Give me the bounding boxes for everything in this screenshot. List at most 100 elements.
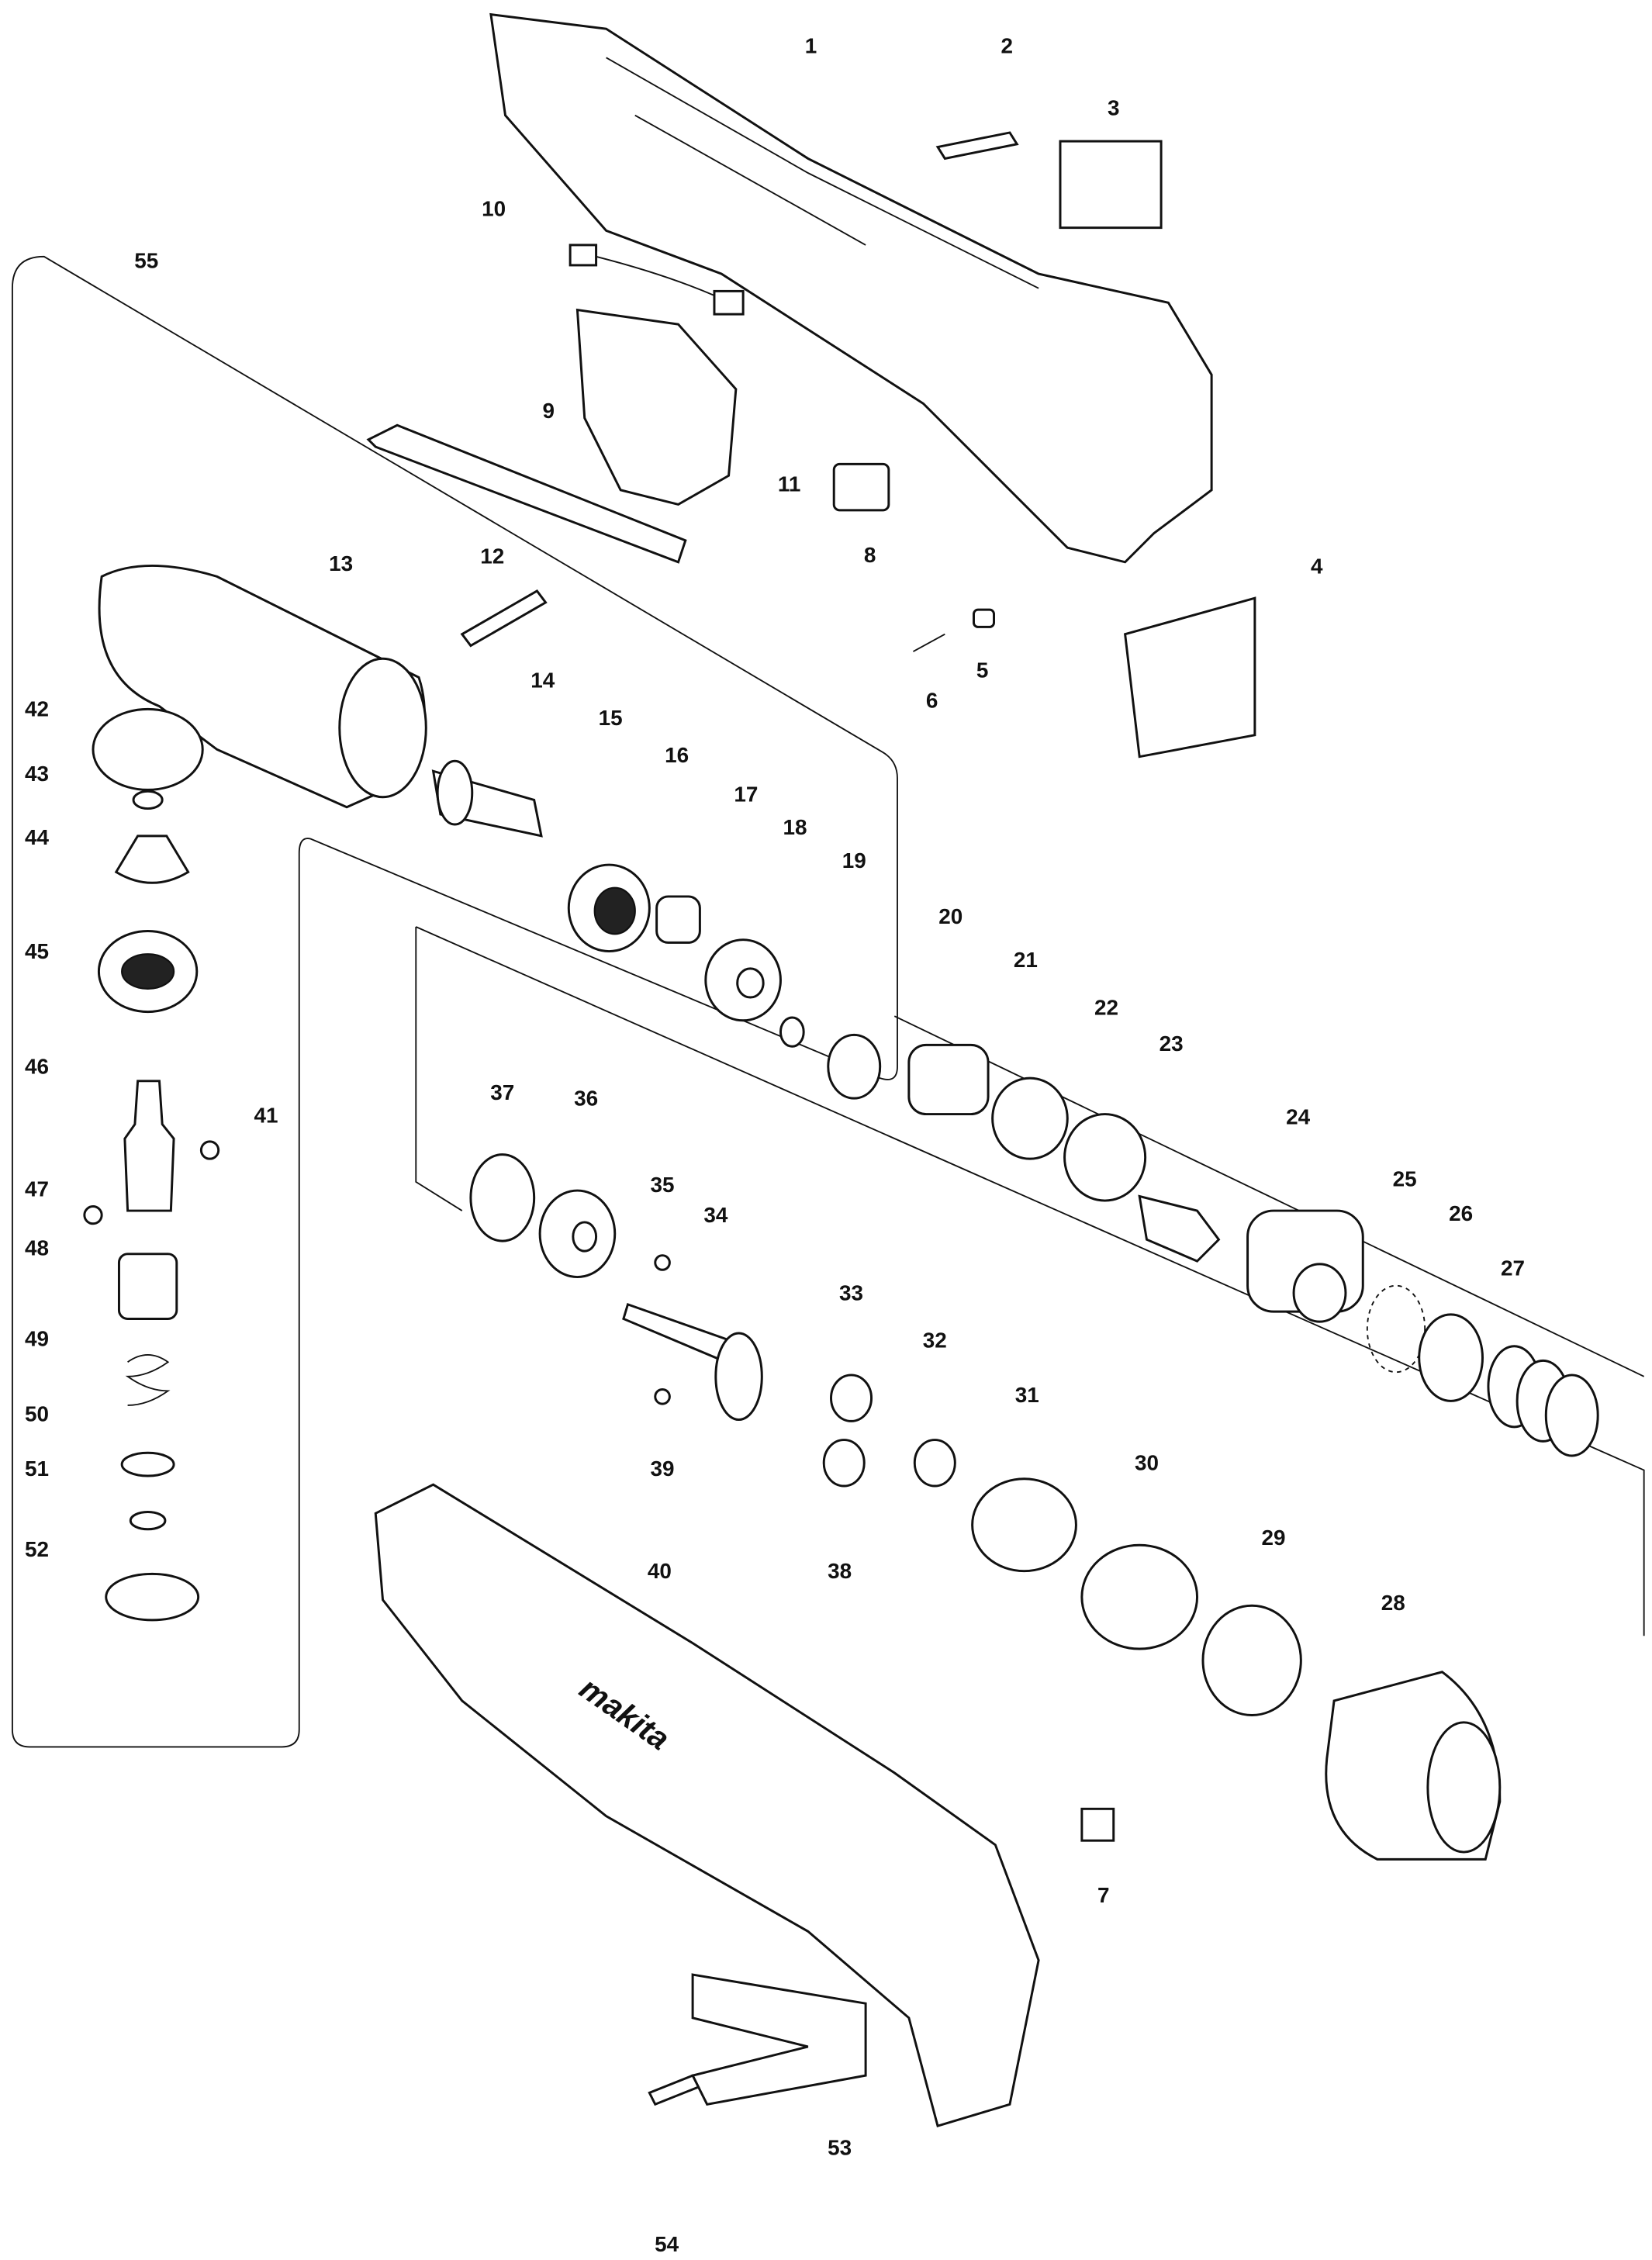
part-label-10: 10	[482, 197, 506, 221]
part-label-49: 49	[25, 1327, 49, 1351]
part-label-53: 53	[828, 2135, 852, 2159]
part-label-31: 31	[1015, 1383, 1039, 1407]
part-label-39: 39	[651, 1457, 675, 1481]
part-label-4: 4	[1311, 555, 1323, 579]
washer-part-37	[469, 1153, 536, 1242]
washer-part-22	[1063, 1113, 1147, 1202]
housing-part-40: makita	[374, 1483, 1040, 2128]
washer-part-26	[1418, 1313, 1484, 1402]
part-label-38: 38	[828, 1559, 852, 1583]
part-label-28: 28	[1381, 1591, 1405, 1615]
ball-part-41	[199, 1140, 220, 1160]
part-label-52: 52	[25, 1537, 49, 1561]
carrier-part-34	[714, 1332, 763, 1422]
part-label-37: 37	[490, 1080, 514, 1104]
screw-part-12	[460, 589, 548, 648]
label-part-3	[1059, 140, 1163, 230]
bearing-part-45	[97, 930, 199, 1014]
washer-part-21	[991, 1076, 1069, 1160]
part-label-12: 12	[480, 544, 504, 568]
part-label-26: 26	[1449, 1201, 1473, 1225]
switch-part-11	[575, 308, 738, 506]
housing-part-1	[489, 12, 1213, 564]
ball-part-35	[654, 1254, 671, 1271]
part-label-54: 54	[655, 2232, 679, 2256]
part-label-9: 9	[543, 399, 555, 423]
spindle-part-14	[431, 759, 543, 838]
pin-part-6	[912, 633, 945, 652]
switch-lever-part-8	[832, 462, 890, 512]
gear-assembly-part-24	[1246, 1209, 1364, 1323]
part-label-23: 23	[1160, 1032, 1184, 1056]
part-label-46: 46	[25, 1055, 49, 1079]
part-label-5: 5	[976, 658, 989, 682]
retaining-ring-part-19	[827, 1033, 882, 1100]
motor-part-28	[1325, 1671, 1502, 1861]
spring-part-27	[1487, 1345, 1599, 1457]
part-label-17: 17	[734, 782, 758, 806]
part-label-30: 30	[1135, 1451, 1159, 1475]
part-label-2: 2	[1001, 34, 1013, 58]
ball-part-47	[83, 1205, 103, 1225]
group-55-outline	[11, 255, 898, 1748]
battery-cover-part-4	[1123, 596, 1256, 759]
bevel-gear-part-44	[114, 835, 190, 884]
part-label-44: 44	[25, 825, 49, 849]
part-label-34: 34	[703, 1203, 728, 1227]
ring-part-18	[779, 1016, 805, 1048]
ring-part-51	[129, 1510, 167, 1531]
spindle-part-23	[1138, 1194, 1221, 1263]
part-label-1: 1	[805, 34, 817, 58]
sleeve-part-20	[907, 1043, 990, 1116]
part-label-29: 29	[1262, 1526, 1286, 1550]
part-label-14: 14	[531, 668, 555, 692]
planet-gear-part-32	[913, 1439, 956, 1488]
part-label-7: 7	[1097, 1883, 1110, 1907]
part-label-41: 41	[254, 1104, 278, 1128]
planet-gear-part-33	[830, 1374, 873, 1422]
washer-part-29	[1201, 1604, 1302, 1717]
spindle-part-46	[123, 1080, 175, 1212]
part-label-20: 20	[938, 904, 963, 928]
part-label-45: 45	[25, 939, 49, 963]
clip-part-7	[1080, 1807, 1115, 1842]
part-label-21: 21	[1014, 948, 1038, 972]
gear-housing-part-13	[98, 565, 427, 809]
sleeve-part-16	[655, 895, 701, 944]
washer-part-50	[120, 1451, 175, 1477]
part-label-51: 51	[25, 1457, 49, 1481]
ball-part-39	[654, 1388, 671, 1405]
sleeve-part-48	[117, 1253, 178, 1320]
part-label-3: 3	[1108, 96, 1120, 120]
bearing-part-15	[567, 863, 651, 953]
part-label-43: 43	[25, 762, 49, 786]
part-label-50: 50	[25, 1401, 49, 1425]
part-label-55: 55	[134, 249, 158, 273]
ring-gear-part-31	[971, 1477, 1077, 1573]
retaining-ring-part-52	[105, 1572, 200, 1622]
part-label-13: 13	[329, 551, 353, 575]
ring-part-25	[1366, 1284, 1426, 1374]
part-label-33: 33	[839, 1280, 863, 1305]
part-label-19: 19	[842, 848, 866, 873]
part-label-24: 24	[1286, 1105, 1310, 1129]
wire-part-10	[569, 244, 745, 316]
planet-gear-part-38	[822, 1439, 866, 1488]
part-label-42: 42	[25, 697, 49, 721]
part-label-32: 32	[923, 1329, 947, 1353]
pin-part-5	[973, 608, 995, 628]
part-label-22: 22	[1094, 995, 1118, 1019]
bearing-part-36	[538, 1189, 617, 1279]
part-label-47: 47	[25, 1177, 49, 1201]
part-label-11: 11	[778, 472, 800, 496]
group-divider-line	[893, 1015, 1645, 1377]
part-label-25: 25	[1393, 1166, 1417, 1190]
bearing-part-17	[704, 938, 782, 1022]
inner-group-outline	[415, 926, 1645, 1636]
part-label-8: 8	[864, 543, 876, 567]
part-label-36: 36	[574, 1086, 598, 1110]
part-label-48: 48	[25, 1236, 49, 1260]
